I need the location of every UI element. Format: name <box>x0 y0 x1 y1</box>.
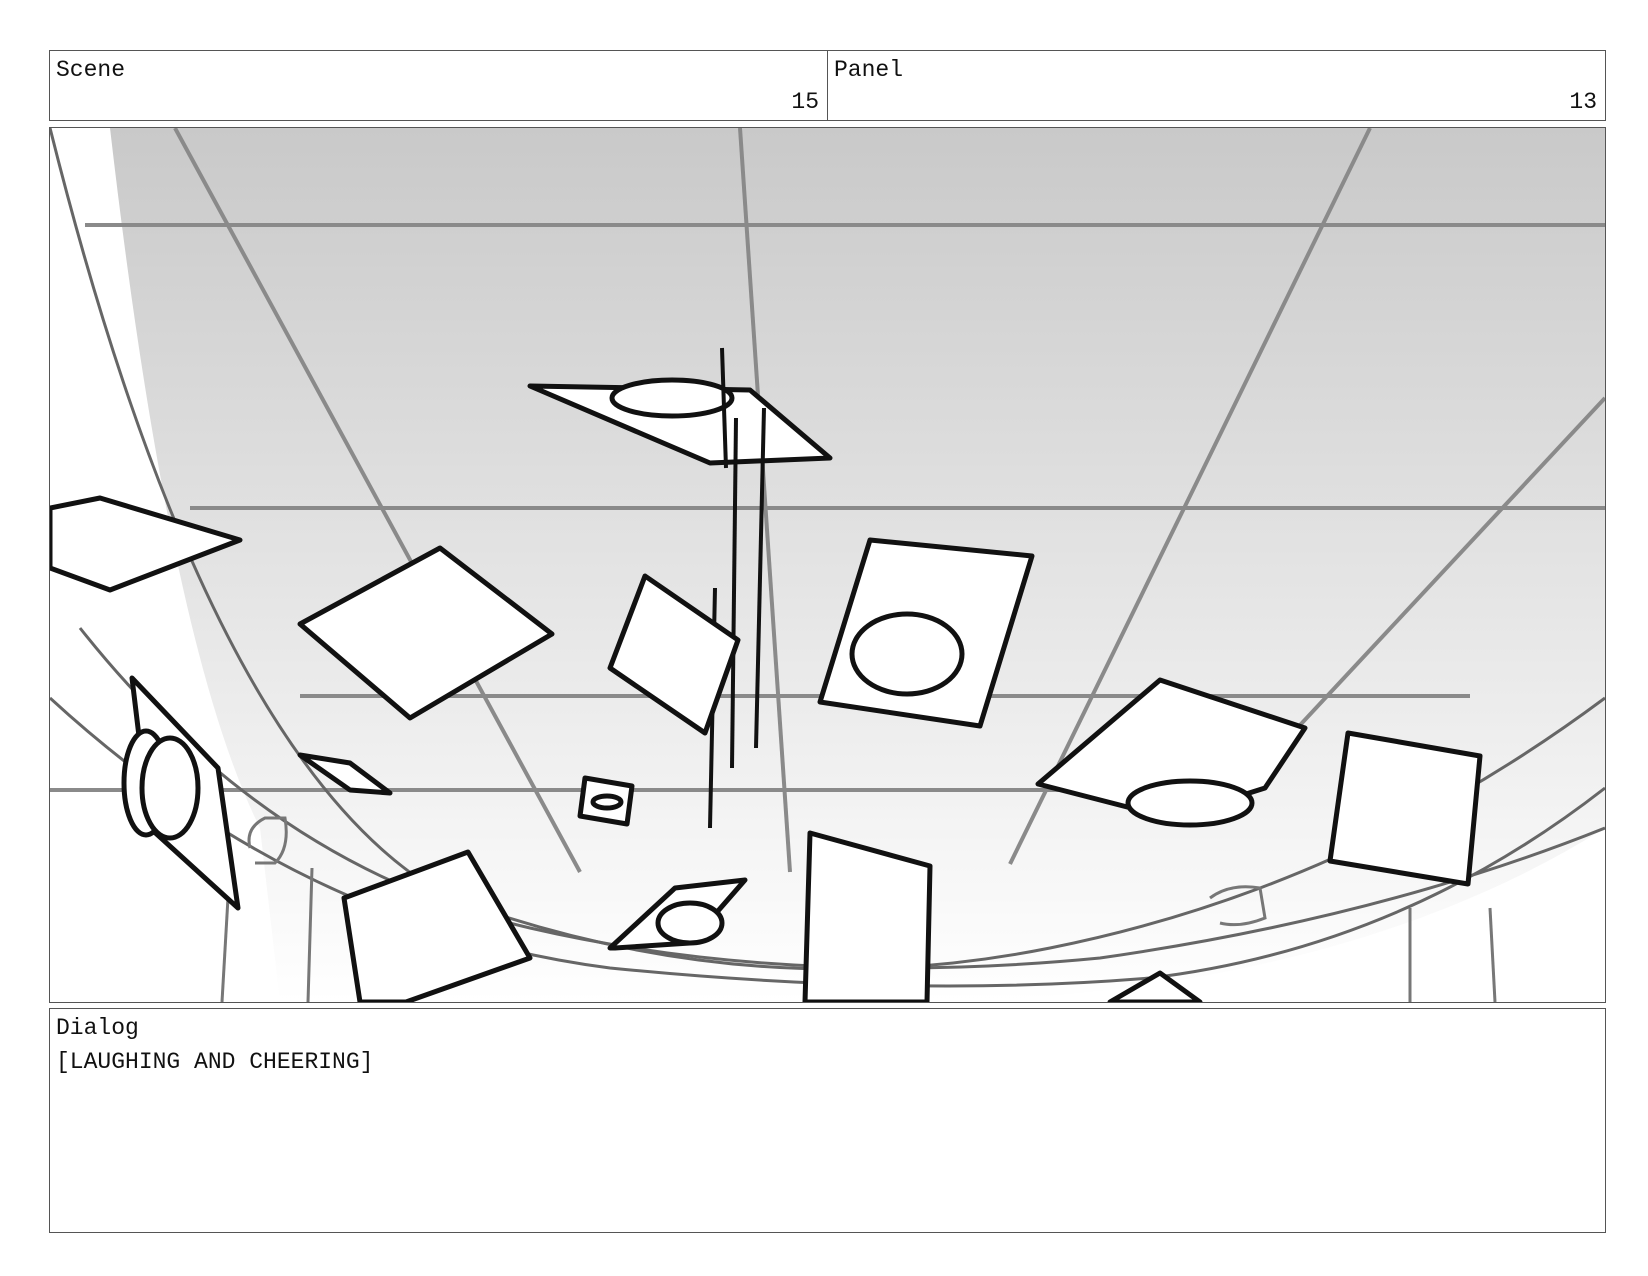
right-balcony <box>950 828 1605 1002</box>
cap-far-right-square <box>1327 730 1483 887</box>
cap-small-1 <box>297 752 393 796</box>
storyboard-drawing <box>50 128 1605 1002</box>
cap-bottom-right <box>1107 970 1203 1002</box>
cap-bottom-left <box>341 849 533 1002</box>
graduation-caps <box>50 347 1483 1002</box>
panel-label: Panel <box>834 57 904 83</box>
dialog-text: [LAUGHING AND CHEERING] <box>56 1049 374 1075</box>
ceiling-grid <box>50 128 1605 873</box>
cap-center-diamond <box>607 573 741 736</box>
dialog-box: Dialog [LAUGHING AND CHEERING] <box>49 1008 1606 1233</box>
cap-left-diamond <box>297 545 555 721</box>
scene-number: 15 <box>791 89 819 115</box>
scene-cell: Scene 15 <box>49 50 828 121</box>
cap-left-edge <box>50 495 243 593</box>
scene-label: Scene <box>56 57 126 83</box>
dialog-label: Dialog <box>56 1015 139 1041</box>
cap-bottom-board <box>802 830 933 1002</box>
storyboard-frame <box>49 127 1606 1003</box>
panel-cell: Panel 13 <box>827 50 1606 121</box>
panel-number: 13 <box>1569 89 1597 115</box>
